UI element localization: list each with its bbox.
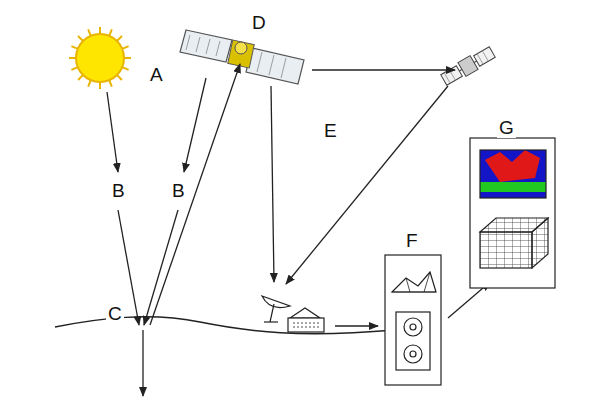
relay-satellite	[440, 45, 496, 87]
part-letter: D	[250, 12, 268, 33]
part-letter: A	[148, 64, 165, 85]
ground-station	[262, 296, 324, 332]
radiation-paths	[107, 64, 490, 396]
satellite	[180, 30, 304, 84]
part-letter: B	[170, 180, 187, 201]
part-letter: C	[106, 303, 124, 324]
part-letter: F	[404, 230, 420, 251]
sun	[69, 27, 131, 89]
part-letter: B	[110, 180, 127, 201]
processing-box	[385, 255, 441, 385]
part-letter: G	[497, 117, 516, 138]
part-letter: E	[322, 120, 339, 141]
products-box	[470, 138, 555, 288]
